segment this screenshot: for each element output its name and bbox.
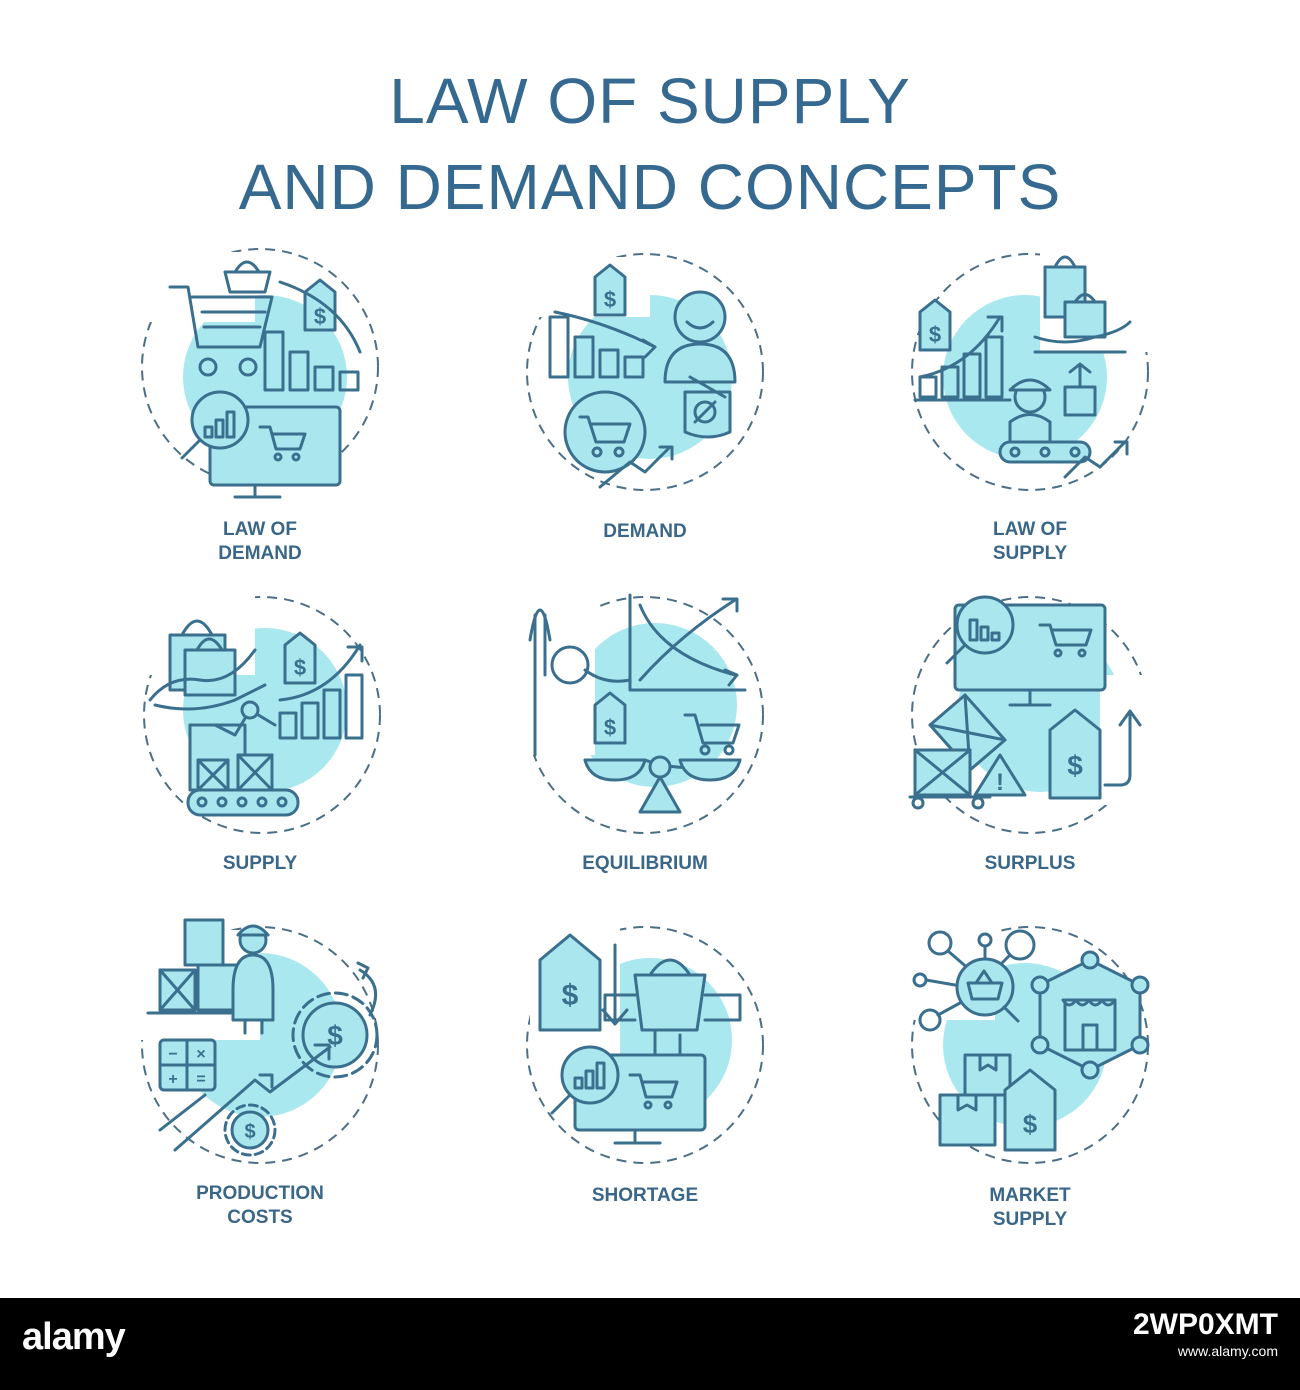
svg-text:$: $: [604, 715, 616, 740]
svg-text:$: $: [244, 1121, 255, 1143]
rising-chart-worker-icon: $: [900, 242, 1160, 502]
svg-text:$: $: [1067, 750, 1083, 781]
svg-text:$: $: [929, 322, 941, 347]
title-line-1: LAW OF SUPPLY: [389, 65, 911, 137]
stock-footer-bar: alamy 2WP0XMT www.alamy.com: [0, 1298, 1300, 1390]
svg-text:$: $: [604, 287, 616, 312]
concept-label-shortage: SHORTAGE: [591, 1185, 699, 1206]
svg-text:−: −: [168, 1046, 177, 1063]
alamy-logo: alamy: [22, 1316, 126, 1358]
concept-label-supply: SUPPLY: [222, 853, 298, 874]
svg-text:$: $: [562, 979, 579, 1012]
balance-scale-curves-icon: $: [515, 585, 775, 845]
title-line-2: AND DEMAND CONCEPTS: [238, 151, 1062, 223]
conveyor-robot-arm-icon: $: [130, 585, 390, 845]
svg-text:$: $: [314, 304, 326, 329]
svg-text:!: !: [996, 769, 1004, 796]
worker-gear-calculator-icon: − × + = $ $: [130, 915, 390, 1175]
concept-label-demand: DEMAND: [603, 521, 687, 542]
price-down-handshake-icon: $: [515, 915, 775, 1175]
network-store-boxes-icon: $: [900, 915, 1160, 1175]
image-id: 2WP0XMT: [1132, 1308, 1278, 1341]
person-shopping-demand-icon: $: [515, 242, 775, 502]
image-code: 2WP0XMT www.alamy.com: [1133, 1308, 1278, 1360]
concept-label-surplus: SURPLUS: [984, 853, 1076, 874]
cart-price-chart-monitor-icon: $: [130, 242, 390, 502]
boxes-warning-monitor-icon: ! $: [900, 585, 1160, 845]
svg-text:+: +: [168, 1071, 177, 1088]
page-title: LAW OF SUPPLY AND DEMAND CONCEPTS: [0, 58, 1300, 230]
svg-text:$: $: [1023, 1109, 1038, 1139]
svg-text:$: $: [327, 1020, 343, 1051]
site-url: www.alamy.com: [1177, 1343, 1278, 1359]
svg-text:×: ×: [196, 1046, 205, 1063]
svg-text:$: $: [294, 655, 306, 680]
svg-text:=: =: [196, 1071, 205, 1088]
concept-label-equilibrium: EQUILIBRIUM: [582, 853, 708, 874]
